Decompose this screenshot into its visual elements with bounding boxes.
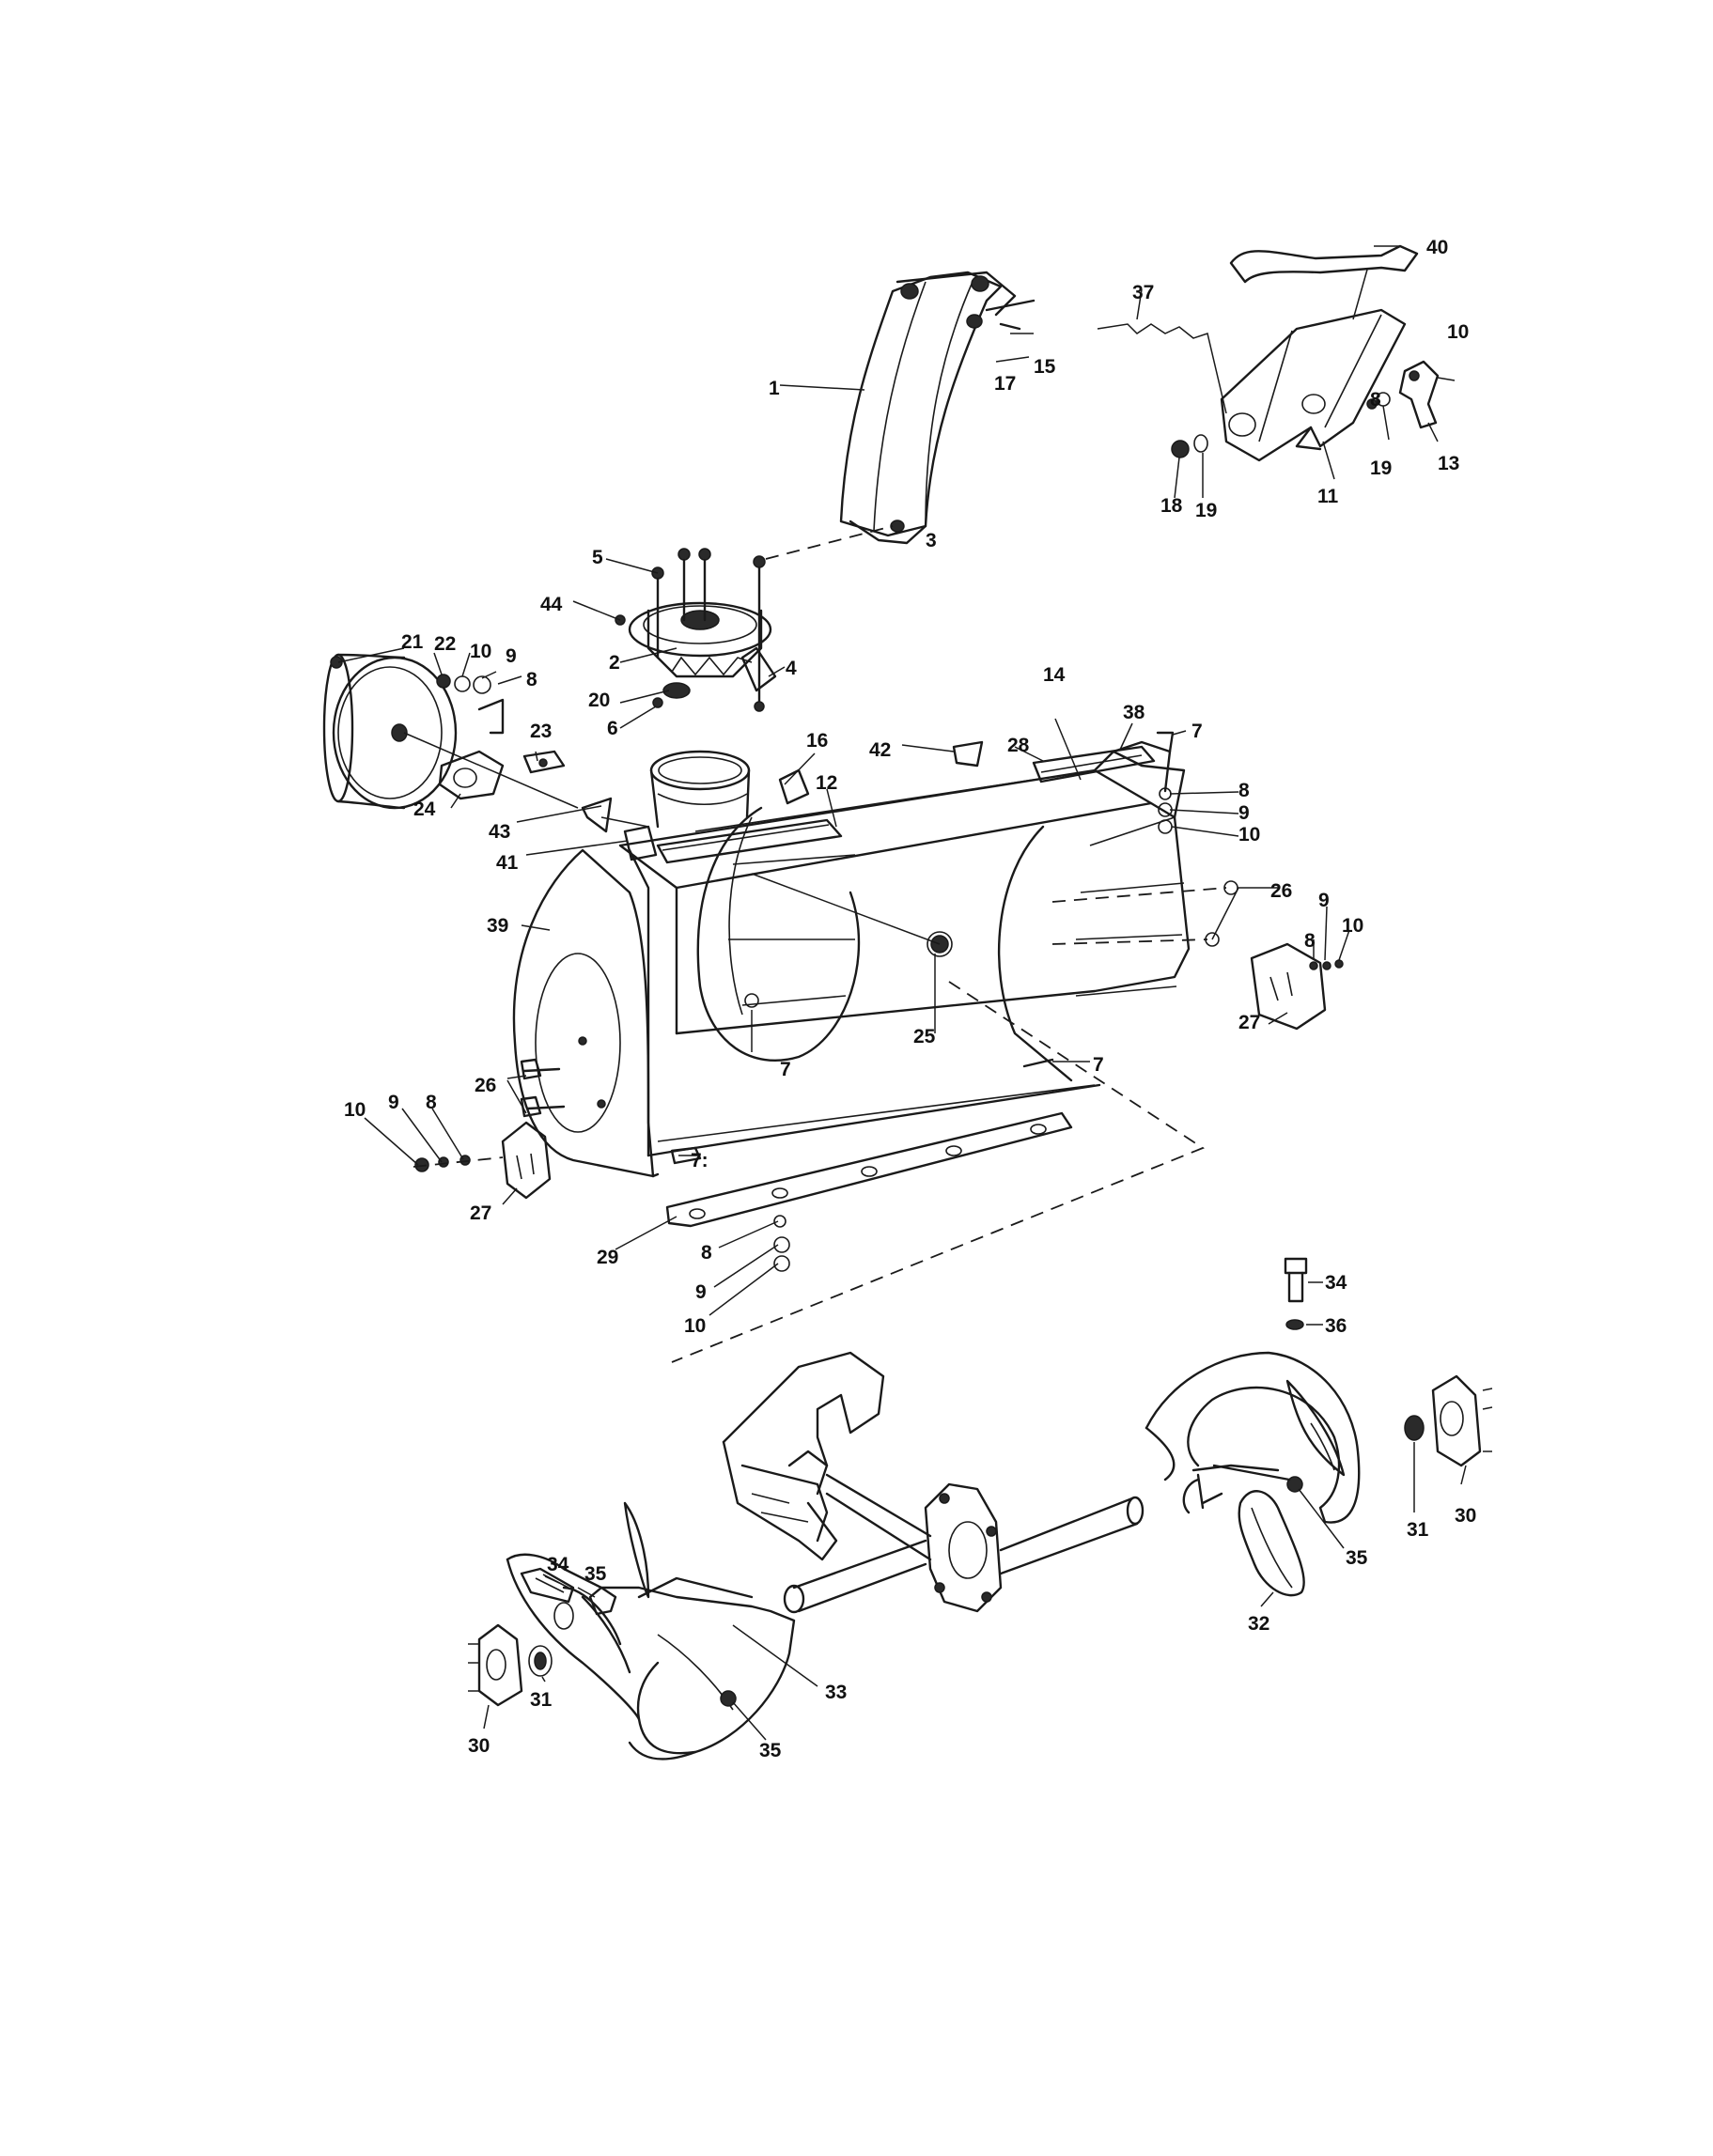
callout-1: 1 <box>769 378 780 399</box>
callout-8-right-skid: 8 <box>1304 930 1316 952</box>
callout-19-left: 19 <box>1195 500 1217 521</box>
callout-2: 2 <box>609 652 620 674</box>
skid-shoe-left <box>413 1121 552 1200</box>
callout-36: 36 <box>1325 1315 1347 1337</box>
callout-27-right: 27 <box>1238 1012 1260 1033</box>
callout-9-pulley: 9 <box>506 645 517 667</box>
discharge-chute <box>839 271 1036 545</box>
callout-8-deflector: 8 <box>1370 389 1381 411</box>
callout-33: 33 <box>825 1682 847 1703</box>
chute-rotation-ring <box>615 548 777 712</box>
callout-10-blade: 10 <box>684 1315 706 1337</box>
callout-8-blade: 8 <box>701 1242 712 1264</box>
callout-19-right: 19 <box>1370 458 1392 479</box>
callout-29: 29 <box>597 1247 618 1268</box>
callout-12: 12 <box>816 772 837 794</box>
callout-26-right: 26 <box>1270 880 1292 902</box>
callout-9-left-skid: 9 <box>388 1092 399 1113</box>
callout-10-pulley: 10 <box>470 641 491 662</box>
callout-9-top-right: 9 <box>1238 802 1250 824</box>
callout-25: 25 <box>913 1026 936 1047</box>
callout-7-lower-left: 7: <box>691 1150 709 1171</box>
callout-10-left-skid: 10 <box>344 1099 366 1121</box>
callout-18: 18 <box>1160 495 1183 517</box>
callout-38: 38 <box>1123 702 1145 723</box>
auger-shaft <box>783 1496 1145 1614</box>
scraper-blade <box>665 1111 1073 1272</box>
deflector-cable <box>1097 323 1227 414</box>
discharge-intake-tube <box>649 750 810 829</box>
callout-7-bottom-right: 7 <box>1093 1054 1104 1076</box>
callout-37: 37 <box>1132 282 1154 303</box>
callout-4: 4 <box>786 658 797 679</box>
callout-10-deflector: 10 <box>1447 321 1469 343</box>
chute-deflector <box>1220 308 1407 462</box>
chute-centerline <box>765 525 894 560</box>
callout-8-top-right: 8 <box>1238 780 1250 801</box>
callout-31-right: 31 <box>1407 1519 1429 1541</box>
callout-39: 39 <box>487 915 508 937</box>
leader-lines <box>337 245 1467 1741</box>
callout-35-left-bottom: 35 <box>759 1740 782 1761</box>
callout-21: 21 <box>401 631 424 653</box>
callout-42: 42 <box>869 739 891 761</box>
shaft-bearing <box>438 750 505 800</box>
callout-34-right: 34 <box>1325 1272 1347 1294</box>
callout-40: 40 <box>1426 237 1448 258</box>
callout-15: 15 <box>1034 356 1056 378</box>
pulley-hardware <box>436 674 505 735</box>
callout-35-left-top: 35 <box>584 1563 607 1585</box>
assembly-reference-line <box>671 981 1205 1363</box>
auger-spiral-left <box>506 1501 796 1760</box>
callout-30-right: 30 <box>1455 1505 1476 1527</box>
callout-8-left-skid: 8 <box>426 1092 437 1113</box>
callout-30-left: 30 <box>468 1735 490 1757</box>
callout-16: 16 <box>806 730 828 752</box>
callout-34-left: 34 <box>547 1554 569 1575</box>
callout-10-right-skid: 10 <box>1342 915 1363 937</box>
auger-housing <box>512 740 1191 1178</box>
callout-10-top-right: 10 <box>1238 824 1260 845</box>
auger-spiral-right <box>1145 1351 1361 1597</box>
callout-5: 5 <box>592 547 603 568</box>
callout-28: 28 <box>1007 735 1030 756</box>
callout-24: 24 <box>413 799 436 820</box>
callout-26-left: 26 <box>475 1075 496 1096</box>
deflector-hardware <box>1171 434 1208 458</box>
callout-35-right: 35 <box>1346 1547 1368 1569</box>
callout-27-left: 27 <box>470 1202 491 1224</box>
shear-bolt-right <box>1284 1257 1308 1330</box>
callout-41: 41 <box>496 852 519 874</box>
housing-hardware <box>520 731 1238 1165</box>
callout-14: 14 <box>1043 664 1066 686</box>
callout-13: 13 <box>1438 453 1459 474</box>
callout-8-pulley: 8 <box>526 669 537 690</box>
housing-top-bar <box>694 779 1035 832</box>
callout-32: 32 <box>1248 1613 1269 1635</box>
callout-20: 20 <box>588 690 610 711</box>
callout-3: 3 <box>926 530 937 551</box>
callout-9-blade: 9 <box>695 1281 707 1303</box>
auger-gearbox <box>825 1473 1003 1613</box>
callout-23: 23 <box>530 721 552 742</box>
skid-shoe-right <box>1250 942 1344 1031</box>
auger-bearing-right <box>1404 1374 1493 1467</box>
callout-31-left: 31 <box>530 1689 553 1711</box>
auger-bearing-left <box>468 1623 553 1707</box>
callout-22: 22 <box>434 633 456 655</box>
impeller <box>722 1351 885 1561</box>
callout-17: 17 <box>994 373 1016 395</box>
deflector-handle <box>1229 244 1419 320</box>
impeller-pulley <box>322 653 579 810</box>
callout-7-top-right: 7 <box>1191 721 1203 742</box>
callout-44: 44 <box>540 594 563 615</box>
callout-9-right-skid: 9 <box>1318 890 1330 911</box>
callout-7-center: 7 <box>780 1059 791 1080</box>
callout-43: 43 <box>489 821 510 843</box>
bearing-bracket <box>522 750 566 774</box>
callout-11: 11 <box>1317 486 1339 507</box>
callout-6: 6 <box>607 718 618 739</box>
callout-labels: 1 2 3 4 5 6 7 7 7 7: 8 8 8 8 8 8 9 9 9 9… <box>344 237 1476 1761</box>
